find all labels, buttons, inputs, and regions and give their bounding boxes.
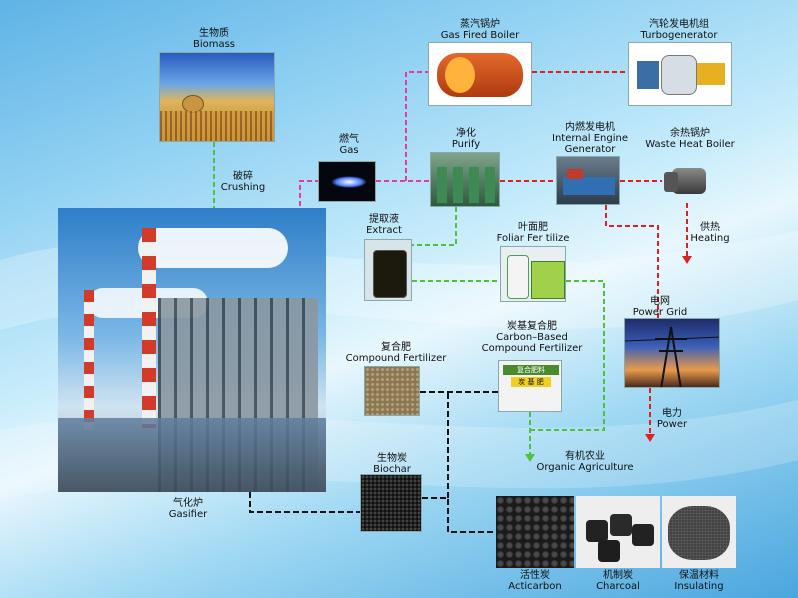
boiler-label-en: Gas Fired Boiler — [440, 30, 520, 41]
line-gasifier-biochar — [249, 492, 360, 513]
biomass-image — [159, 52, 275, 142]
biochar-image — [360, 474, 422, 532]
extract-label-en: Extract — [366, 225, 402, 236]
biomass-label-zh: 生物质 — [199, 28, 229, 39]
power-label-zh: 电力 — [662, 408, 682, 419]
line-foliar-organic — [530, 280, 605, 431]
foliar-label-zh: 叶面肥 — [518, 222, 548, 233]
gas-boiler-image — [428, 42, 532, 106]
biomass-label-en: Biomass — [192, 39, 236, 50]
heating-label-en: Heating — [690, 233, 730, 244]
fert-bag-line1: 复合肥料 — [503, 365, 559, 375]
gas-flame-image — [318, 161, 376, 202]
gasifier-label-en: Gasifier — [168, 509, 208, 520]
arrow-organic — [525, 454, 535, 462]
gasifier-label-zh: 气化炉 — [173, 498, 203, 509]
gas-label-zh: 燃气 — [339, 134, 359, 145]
gasifier-image — [58, 208, 326, 492]
carbon-label-en2: Compound Fertilizer — [481, 343, 583, 354]
engine-label-zh: 内燃发电机 — [565, 122, 615, 133]
charcoal-image — [576, 496, 660, 568]
line-gasifier-gas — [299, 180, 318, 206]
acticarbon-label-zh: 活性炭 — [520, 570, 550, 581]
foliar-fertilizer-image — [500, 246, 566, 302]
insulating-label-en: Insulating — [674, 581, 724, 592]
line-to-boiler — [405, 71, 428, 181]
grid-label-en: Power Grid — [632, 307, 688, 318]
organic-label-zh: 有机农业 — [565, 451, 605, 462]
engine-label-en2: Generator — [564, 144, 616, 155]
insulating-image — [662, 496, 736, 568]
compound-label-en: Compound Fertilizer — [345, 353, 447, 364]
power-grid-image — [624, 318, 720, 388]
waste-heat-boiler-image — [662, 156, 712, 203]
arrow-heating — [682, 256, 692, 264]
boiler-label-zh: 蒸汽锅炉 — [460, 19, 500, 30]
charcoal-label-en: Charcoal — [596, 581, 640, 592]
gas-label-en: Gas — [339, 145, 359, 156]
crushing-label-zh: 破碎 — [233, 171, 253, 182]
crushing-label-en: Crushing — [220, 182, 266, 193]
waste-label-en: Waste Heat Boiler — [645, 139, 735, 150]
purify-label-zh: 净化 — [456, 128, 476, 139]
carbon-fertilizer-bag-image: 复合肥料 炭 基 肥 — [498, 360, 562, 412]
power-label-en: Power — [656, 419, 688, 430]
foliar-label-en: Foliar Fer tilize — [496, 233, 570, 244]
waste-label-zh: 余热锅炉 — [670, 128, 710, 139]
biochar-label-en: Biochar — [373, 464, 411, 475]
compound-label-zh: 复合肥 — [381, 342, 411, 353]
insulating-label-zh: 保温材料 — [679, 570, 719, 581]
charcoal-label-zh: 机制炭 — [603, 570, 633, 581]
turbo-label-en: Turbogenerator — [640, 30, 718, 41]
engine-label-en1: Internal Engine — [552, 133, 628, 144]
turbo-label-zh: 汽轮发电机组 — [649, 19, 709, 30]
carbon-label-en1: Carbon–Based — [496, 332, 568, 343]
purify-image — [430, 152, 500, 207]
extract-label-zh: 提取液 — [369, 214, 399, 225]
fert-bag-line2: 炭 基 肥 — [511, 377, 551, 387]
compound-fertilizer-image — [364, 366, 420, 416]
grid-label-zh: 电网 — [650, 296, 670, 307]
biochar-label-zh: 生物炭 — [377, 453, 407, 464]
heating-label-zh: 供热 — [700, 222, 720, 233]
acticarbon-image — [496, 496, 574, 568]
carbon-label-zh: 炭基复合肥 — [507, 321, 557, 332]
extract-image — [364, 239, 412, 301]
arrow-power — [645, 434, 655, 442]
line-purify-extract — [412, 207, 457, 246]
line-engine-grid — [605, 205, 659, 318]
turbogenerator-image — [628, 42, 732, 106]
engine-generator-image — [556, 156, 620, 205]
line-biochar-products — [422, 497, 496, 533]
purify-label-en: Purify — [451, 139, 481, 150]
pylon-icon — [625, 326, 719, 387]
acticarbon-label-en: Acticarbon — [508, 581, 562, 592]
organic-label-en: Organic Agriculture — [536, 462, 634, 473]
